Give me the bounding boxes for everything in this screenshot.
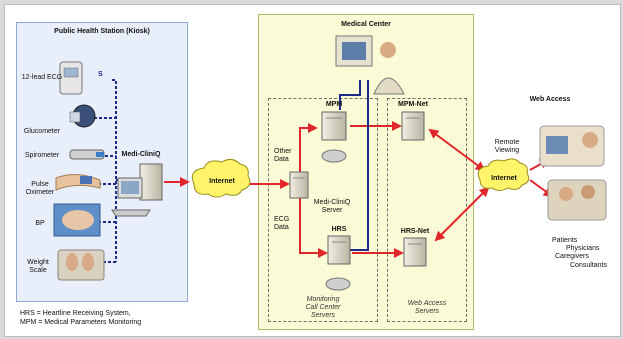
- hrs-label: HRS: [331, 226, 347, 233]
- legend-line-1: HRS = Heartline Receiving System,: [20, 310, 131, 317]
- data-links-red: [164, 121, 554, 258]
- internet-left-label: Internet: [209, 178, 235, 185]
- kiosk-computer-icon: [111, 163, 163, 217]
- webaccess-caption-2: Servers: [414, 308, 440, 315]
- monitoring-caption-2: Call Center: [305, 304, 341, 311]
- mpm-net-label: MPM-Net: [398, 101, 428, 108]
- ecg-link-marker: S: [98, 71, 103, 78]
- call-center-operator-icon: [335, 35, 405, 95]
- operator-link-blue: [339, 80, 369, 251]
- device-label-bp: BP: [35, 220, 45, 227]
- internet-cloud-right: [477, 158, 530, 191]
- hrs-server-icon: [325, 235, 351, 291]
- monitoring-caption-3: Servers: [310, 312, 336, 319]
- patients-physicians-icon: [547, 179, 607, 221]
- user-label-patients: Patients: [552, 237, 578, 244]
- pulse-oximeter-icon: [55, 174, 101, 191]
- ecg-device-icon: [59, 61, 83, 95]
- medicliniq-server-icon: [289, 171, 309, 199]
- remote-physician-icon: [539, 125, 605, 167]
- internet-cloud-left: [191, 158, 251, 198]
- mpm-net-server-icon: [401, 111, 425, 141]
- glucometer-icon: [69, 104, 96, 128]
- webaccess-caption-1: Web Access: [407, 300, 447, 307]
- kiosk-title: Public Health Station (Kiosk): [54, 28, 150, 35]
- remote-viewing-label-1: Remote: [494, 139, 520, 146]
- user-label-consultants: Consultants: [570, 262, 607, 269]
- spirometer-icon: [69, 149, 105, 160]
- web-access-title: Web Access: [529, 96, 571, 103]
- svg-text:S: S: [98, 71, 103, 78]
- weight-scale-icon: [57, 249, 105, 281]
- internet-right-label: Internet: [491, 175, 517, 182]
- hrs-net-label: HRS-Net: [400, 228, 430, 235]
- medical-center-title: Medical Center: [341, 21, 391, 28]
- other-data-label-2: Data: [274, 156, 289, 163]
- other-data-label-1: Other: [274, 148, 292, 155]
- mpm-label: MPM: [325, 101, 343, 108]
- mpm-server-icon: [321, 111, 347, 163]
- monitoring-servers-box: [268, 98, 378, 322]
- server-label-2: Server: [321, 207, 343, 214]
- user-label-physicians: Physicians: [566, 245, 600, 252]
- device-label-pulse-oximeter: Pulse Oximeter: [25, 181, 55, 196]
- legend-line-2: MPM = Medical Parameters Monitoring: [20, 319, 142, 326]
- hrs-net-server-icon: [403, 237, 427, 267]
- device-label-weight-scale: Weight Scale: [27, 259, 49, 274]
- server-label-1: Medi-CliniQ: [313, 199, 351, 206]
- device-label-spirometer: Spirometer: [24, 152, 60, 159]
- bp-monitor-icon: [53, 203, 101, 237]
- device-label-ecg: 12-lead ECG: [21, 74, 63, 81]
- monitoring-caption-1: Monitoring: [306, 296, 340, 303]
- ecg-data-label-2: Data: [274, 224, 289, 231]
- kiosk-hub-label: Medi-CliniQ: [121, 151, 161, 158]
- user-label-caregivers: Caregivers: [555, 253, 589, 260]
- ecg-data-label-1: ECG: [274, 216, 290, 223]
- device-label-glucometer: Glucometer: [23, 128, 61, 135]
- remote-viewing-label-2: Viewing: [494, 147, 520, 154]
